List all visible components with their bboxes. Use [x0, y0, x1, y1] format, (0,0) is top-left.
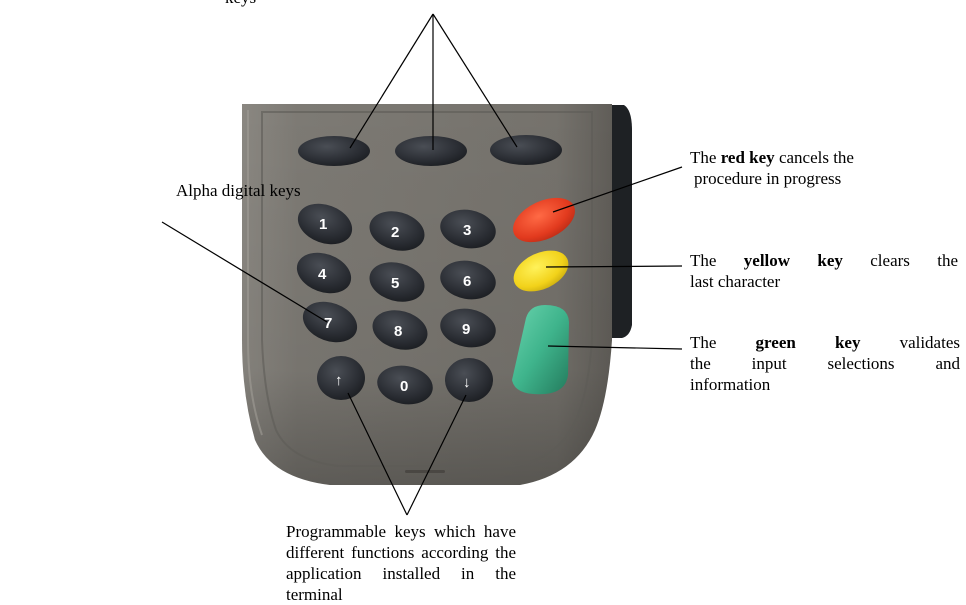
yellow-key-description: The yellow key clears the last character — [690, 251, 958, 291]
green-validate-key[interactable] — [512, 305, 569, 395]
alpha-digital-keys-label: Alpha digital keys — [176, 181, 301, 200]
key-0-label: 0 — [400, 378, 408, 395]
key-1-label: 1 — [319, 216, 327, 233]
callout-lines — [161, 13, 683, 516]
key-6[interactable] — [437, 256, 499, 303]
programmable-key-top-left[interactable] — [298, 136, 370, 166]
key-5[interactable] — [365, 256, 429, 307]
yellow-clear-key[interactable] — [507, 242, 575, 299]
key-legends: 1 2 3 4 5 6 7 8 9 ↑ 0 ↓ — [318, 216, 471, 395]
key-1[interactable] — [292, 197, 358, 252]
key-0[interactable] — [374, 361, 436, 408]
key-7-label: 7 — [324, 315, 332, 332]
key-3-label: 3 — [463, 222, 471, 239]
bottom-slot — [405, 470, 445, 473]
programmable-key-top-middle[interactable] — [395, 136, 467, 166]
numeric-keypad — [291, 197, 499, 408]
programmable-key-up[interactable] — [317, 356, 365, 400]
down-arrow-icon: ↓ — [463, 374, 471, 391]
programmable-keys-top — [298, 135, 562, 166]
key-4[interactable] — [291, 246, 357, 301]
red-cancel-key[interactable] — [506, 189, 582, 251]
red-key-description: The red key cancels the procedure in pro… — [690, 148, 854, 188]
key-5-label: 5 — [391, 275, 399, 292]
key-7[interactable] — [297, 295, 363, 350]
key-9-label: 9 — [462, 321, 470, 338]
programmable-key-down[interactable] — [445, 358, 493, 402]
key-8[interactable] — [368, 304, 432, 355]
top-keys-label-partial: keys — [225, 0, 256, 8]
key-3[interactable] — [437, 205, 499, 252]
key-9[interactable] — [437, 304, 499, 351]
key-2[interactable] — [365, 205, 429, 256]
green-key-term: green key — [755, 333, 861, 352]
key-6-label: 6 — [463, 273, 471, 290]
programmable-keys-description: Programmable keys which have different f… — [286, 522, 516, 604]
red-key-term: red key — [720, 148, 775, 167]
key-4-label: 4 — [318, 266, 327, 283]
key-2-label: 2 — [391, 224, 399, 241]
programmable-key-top-right[interactable] — [490, 135, 562, 165]
green-key-description: The green key validates the input select… — [690, 333, 960, 394]
yellow-key-term: yellow key — [743, 251, 843, 270]
keypad-bevel — [261, 111, 593, 467]
key-8-label: 8 — [394, 323, 402, 340]
up-arrow-icon: ↑ — [335, 372, 343, 389]
